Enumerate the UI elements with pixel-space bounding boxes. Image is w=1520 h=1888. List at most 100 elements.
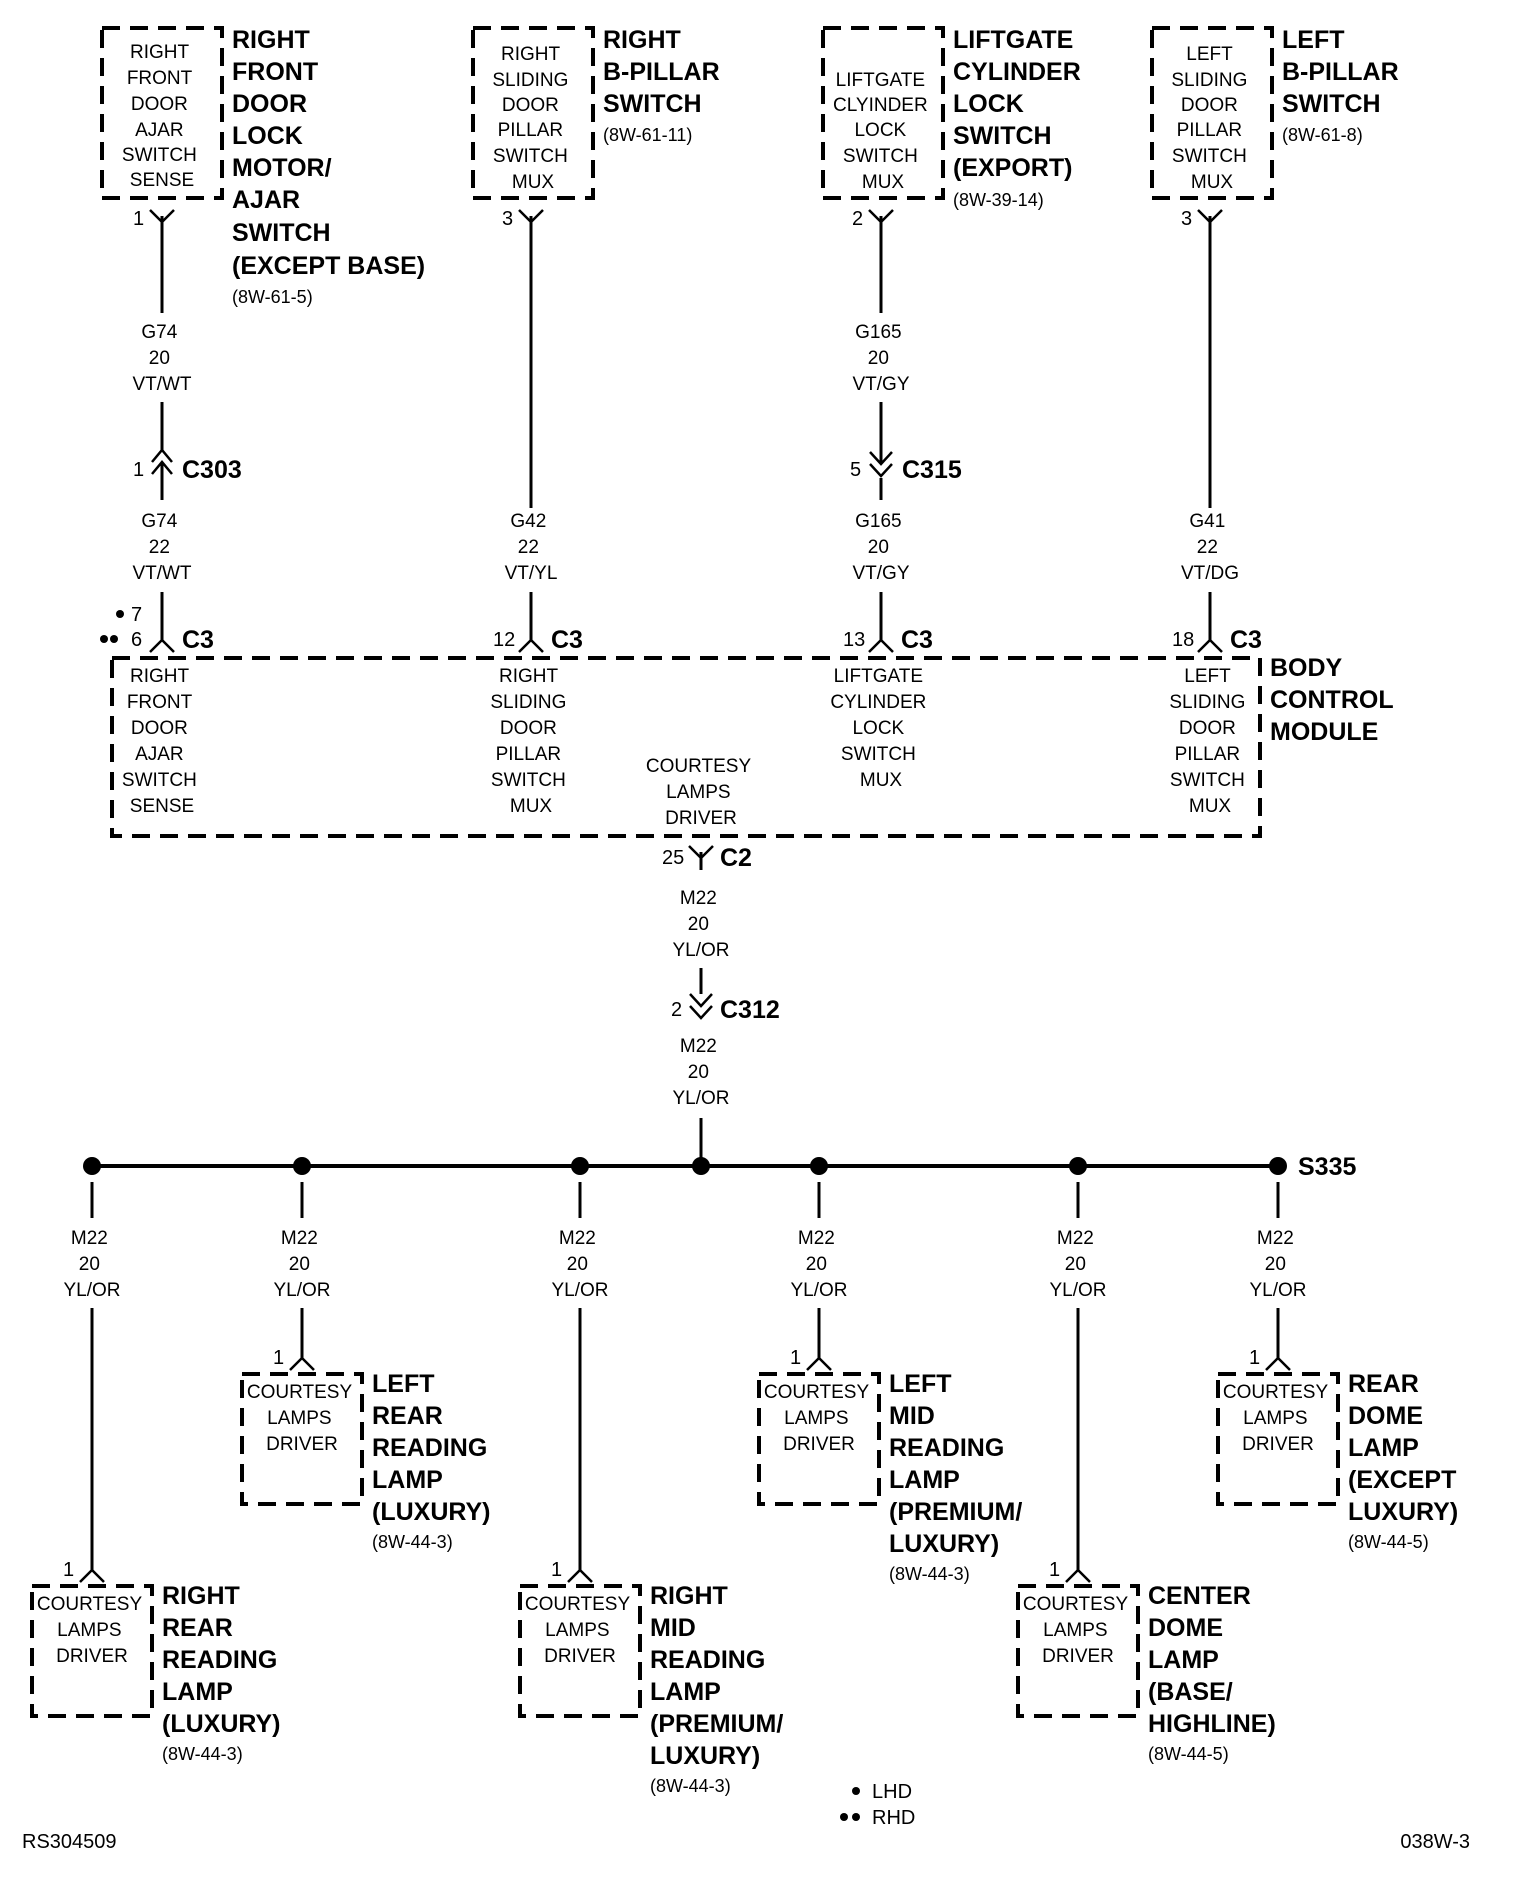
lhd-dot-icon — [116, 610, 124, 618]
wire-g41-lower: G41 22 VT/DG — [1181, 511, 1239, 640]
component-reference: (8W-44-3) — [162, 1744, 243, 1764]
lamp-left-mid-reading: 1 COURTESY LAMPS DRIVER LEFT MID READING… — [757, 1347, 1029, 1584]
lamp-right-rear-reading: 1 COURTESY LAMPS DRIVER RIGHT REAR READI… — [30, 1559, 281, 1764]
male-terminal-icon — [567, 1568, 593, 1583]
component-inner-label: COURTESY LAMPS DRIVER — [1223, 1382, 1333, 1455]
pin-number: 1 — [273, 1347, 284, 1369]
component-left-b-pillar-switch: LEFT SLIDING DOOR PILLAR SWITCH MUX LEFT… — [1150, 26, 1406, 230]
male-terminal-icon — [868, 638, 894, 653]
component-inner-label: COURTESY LAMPS DRIVER — [525, 1594, 635, 1667]
connector-c315: 5 C315 — [850, 451, 962, 484]
circuit-label: G74 20 VT/WT — [132, 322, 191, 395]
component-box — [1150, 26, 1274, 200]
connector-c312: 2 C312 — [671, 993, 780, 1024]
connector-name: C3 — [551, 626, 583, 654]
connector-name: C2 — [720, 844, 752, 872]
inline-connector-icon — [869, 451, 893, 478]
circuit-label: M22 20 YL/OR — [672, 888, 729, 961]
component-reference: (8W-61-5) — [232, 287, 313, 307]
lamp-center-dome: 1 COURTESY LAMPS DRIVER CENTER DOME LAMP… — [1016, 1559, 1276, 1764]
wire-m22-bcm-output: M22 20 YL/OR — [672, 852, 730, 994]
body-control-module: BODY CONTROL MODULE 7 6 C3 RIGHT FRONT D… — [100, 604, 1393, 872]
wire-g165-upper: G165 20 VT/GY — [852, 216, 910, 462]
component-title: REAR DOME LAMP (EXCEPT LUXURY) — [1348, 1370, 1463, 1526]
component-box — [100, 26, 224, 200]
pin-number: 18 — [1172, 629, 1194, 651]
connector-name: C312 — [720, 996, 780, 1024]
circuit-label: M22 20 YL/OR — [672, 1036, 729, 1109]
splice-dot-icon — [1269, 1157, 1287, 1175]
pin-number: 25 — [662, 847, 684, 869]
component-box — [1216, 1372, 1340, 1506]
component-title: LEFT MID READING LAMP (PREMIUM/ LUXURY) — [889, 1370, 1029, 1558]
component-inner-label: RIGHT FRONT DOOR AJAR SWITCH SENSE — [122, 42, 202, 191]
circuit-label: G41 22 VT/DG — [1181, 511, 1239, 584]
splice-dot-icon — [692, 1157, 710, 1175]
circuit-label: M22 20 YL/OR — [551, 1228, 608, 1301]
lamp-rear-dome: 1 COURTESY LAMPS DRIVER REAR DOME LAMP (… — [1216, 1347, 1463, 1552]
component-inner-label: COURTESY LAMPS DRIVER — [1023, 1594, 1133, 1667]
bcm-pin-label: LEFT SLIDING DOOR PILLAR SWITCH MUX — [1169, 666, 1250, 817]
component-box — [240, 1372, 364, 1506]
pin-number: 1 — [133, 459, 144, 481]
component-inner-label: COURTESY LAMPS DRIVER — [764, 1382, 874, 1455]
wire-g165-lower: G165 20 VT/GY — [852, 478, 910, 640]
pin-number: 1 — [1049, 1559, 1060, 1581]
circuit-label: G42 22 VT/YL — [505, 511, 558, 584]
component-reference: (8W-44-3) — [889, 1564, 970, 1584]
pin-number: 3 — [1181, 208, 1192, 230]
pin-number: 1 — [1249, 1347, 1260, 1369]
legend-label: LHD — [872, 1781, 912, 1803]
component-box — [757, 1372, 881, 1506]
male-terminal-icon — [79, 1568, 105, 1583]
wire-g74-upper: G74 20 VT/WT — [132, 216, 192, 450]
splice-name: S335 — [1298, 1153, 1356, 1181]
component-reference: (8W-44-5) — [1148, 1744, 1229, 1764]
pin-number: 1 — [133, 208, 144, 230]
rhd-dot-icon — [100, 635, 108, 643]
lamp-right-mid-reading: 1 COURTESY LAMPS DRIVER RIGHT MID READIN… — [518, 1559, 790, 1796]
bcm-pin-label: RIGHT SLIDING DOOR PILLAR SWITCH MUX — [490, 666, 571, 817]
component-inner-label: COURTESY LAMPS DRIVER — [247, 1382, 357, 1455]
inline-connector-icon — [689, 993, 713, 1020]
component-reference: (8W-44-3) — [372, 1532, 453, 1552]
pin-number: 1 — [790, 1347, 801, 1369]
connector-name: C303 — [182, 456, 242, 484]
circuit-label: M22 20 YL/OR — [63, 1228, 120, 1301]
lamp-left-rear-reading: 1 COURTESY LAMPS DRIVER LEFT REAR READIN… — [240, 1347, 491, 1552]
component-box — [821, 26, 945, 200]
component-title: CENTER DOME LAMP (BASE/ HIGHLINE) — [1148, 1582, 1276, 1738]
component-title: LEFT B-PILLAR SWITCH — [1282, 26, 1406, 118]
branch-wire-2: M22 20 YL/OR — [273, 1182, 331, 1358]
pin-number: 1 — [551, 1559, 562, 1581]
bcm-pin-label: RIGHT FRONT DOOR AJAR SWITCH SENSE — [122, 666, 202, 817]
pin-number: 12 — [493, 629, 515, 651]
component-inner-label: COURTESY LAMPS DRIVER — [37, 1594, 147, 1667]
rhd-dot-icon — [110, 635, 118, 643]
circuit-label: M22 20 YL/OR — [1049, 1228, 1106, 1301]
component-inner-label: RIGHT SLIDING DOOR PILLAR SWITCH MUX — [492, 44, 573, 193]
component-box — [1016, 1584, 1140, 1718]
splice-dot-icon — [83, 1157, 101, 1175]
splice-dot-icon — [571, 1157, 589, 1175]
circuit-label: G165 20 VT/GY — [852, 322, 909, 395]
component-reference: (8W-61-8) — [1282, 125, 1363, 145]
wire-g74-lower: G74 22 VT/WT — [132, 484, 192, 640]
branch-wire-6: M22 20 YL/OR — [1249, 1182, 1307, 1358]
legend: LHD RHD — [840, 1781, 915, 1829]
male-terminal-icon — [806, 1356, 832, 1371]
circuit-label: M22 20 YL/OR — [273, 1228, 330, 1301]
rhd-dot-icon — [852, 1813, 860, 1821]
male-terminal-icon — [149, 638, 175, 653]
pin-number: 7 — [131, 604, 142, 626]
connector-c303: 1 C303 — [133, 448, 242, 484]
male-terminal-icon — [1197, 638, 1223, 653]
drawing-id: RS304509 — [22, 1831, 117, 1853]
component-title: RIGHT MID READING LAMP (PREMIUM/ LUXURY) — [650, 1582, 790, 1770]
circuit-label: G74 22 VT/WT — [132, 511, 191, 584]
connector-name: C3 — [182, 626, 214, 654]
male-terminal-icon — [289, 1356, 315, 1371]
component-inner-label: LEFT SLIDING DOOR PILLAR SWITCH MUX — [1171, 44, 1252, 193]
component-box — [518, 1584, 642, 1718]
